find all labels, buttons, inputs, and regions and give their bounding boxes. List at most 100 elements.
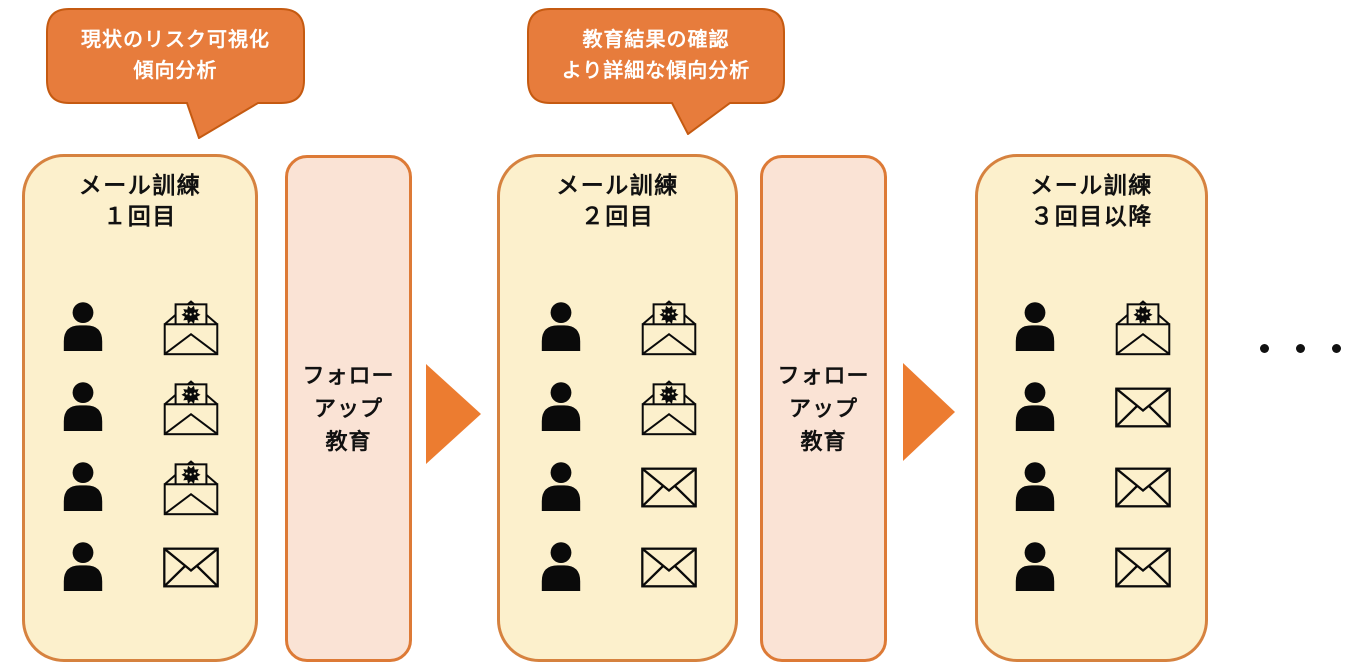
envelope-slot [1112, 387, 1174, 428]
panel-title: メール訓練 ２回目 [500, 170, 735, 232]
person-icon [1015, 382, 1054, 431]
right-arrow-icon [903, 363, 955, 466]
person-slot [536, 541, 586, 593]
recipient-row [500, 447, 735, 527]
dot [1260, 344, 1269, 353]
person-slot [58, 381, 108, 433]
person-icon [541, 382, 580, 431]
person-icon [1015, 462, 1054, 511]
recipient-row [25, 287, 255, 367]
bubble-text-line: 現状のリスク可視化 [81, 29, 270, 51]
envelope-slot [160, 297, 222, 357]
person-slot [58, 541, 108, 593]
person-icon [63, 462, 103, 511]
virus-icon [181, 385, 201, 404]
person-slot [1010, 461, 1060, 513]
envelope-slot [1112, 467, 1174, 508]
open-envelope-virus-icon [1115, 300, 1170, 356]
virus-icon [181, 305, 201, 324]
followup-text-line: アップ [313, 396, 383, 421]
recipient-row [978, 367, 1205, 447]
bubble-text-line: 教育結果の確認 [582, 29, 730, 51]
envelope-slot [638, 377, 700, 437]
right-arrow-icon [426, 364, 481, 469]
open-envelope-virus-icon [641, 300, 696, 356]
followup-text-line: フォロー [777, 363, 870, 388]
recipient-row [25, 367, 255, 447]
open-envelope-virus-icon [163, 460, 219, 516]
panel-mail-training-3: メール訓練 ３回目以降 [975, 154, 1208, 662]
envelope-slot [1112, 297, 1174, 357]
person-slot [1010, 301, 1060, 353]
envelope-slot [160, 457, 222, 517]
recipient-rows [500, 287, 735, 607]
person-slot [1010, 541, 1060, 593]
closed-envelope-icon [163, 547, 219, 587]
person-slot [536, 301, 586, 353]
recipient-row [500, 527, 735, 607]
person-slot [536, 461, 586, 513]
followup-text-line: フォロー [302, 363, 395, 388]
followup-text-line: 教育 [800, 429, 847, 454]
person-slot [58, 461, 108, 513]
recipient-row [500, 287, 735, 367]
virus-icon [658, 305, 679, 324]
recipient-row [978, 447, 1205, 527]
panel-title-line: メール訓練 [1030, 172, 1153, 198]
person-icon [63, 302, 103, 351]
followup-education-box-1: フォロー アップ 教育 [285, 155, 412, 662]
dot [1296, 344, 1305, 353]
open-envelope-virus-icon [641, 380, 696, 436]
panel-title: メール訓練 ３回目以降 [978, 170, 1205, 232]
dot [1332, 344, 1341, 353]
person-slot [536, 381, 586, 433]
envelope-slot [160, 547, 222, 588]
recipient-row [500, 367, 735, 447]
recipient-row [25, 527, 255, 607]
recipient-rows [25, 287, 255, 607]
person-icon [541, 462, 580, 511]
bubble-text-line: より詳細な傾向分析 [561, 60, 751, 82]
envelope-slot [638, 467, 700, 508]
recipient-rows [978, 287, 1205, 607]
envelope-slot [638, 547, 700, 588]
person-slot [1010, 381, 1060, 433]
closed-envelope-icon [1114, 467, 1171, 507]
followup-text-line: 教育 [325, 429, 372, 454]
person-icon [63, 382, 103, 431]
recipient-row [25, 447, 255, 527]
virus-icon [658, 385, 679, 404]
closed-envelope-icon [640, 547, 697, 587]
virus-icon [1132, 305, 1153, 324]
closed-envelope-icon [1114, 547, 1171, 587]
speech-bubble-shape [46, 8, 305, 139]
envelope-slot [1112, 547, 1174, 588]
panel-title-line: メール訓練 [556, 172, 679, 198]
recipient-row [978, 527, 1205, 607]
ellipsis-dots [1260, 344, 1341, 353]
person-icon [541, 302, 580, 351]
panel-title-line: ２回目 [580, 203, 655, 229]
speech-bubble-shape [527, 8, 785, 135]
panel-title: メール訓練 １回目 [25, 170, 255, 232]
person-icon [63, 542, 103, 591]
recipient-row [978, 287, 1205, 367]
panel-mail-training-2: メール訓練 ２回目 [497, 154, 738, 662]
closed-envelope-icon [1114, 387, 1171, 427]
speech-bubble-education-result: 教育結果の確認 より詳細な傾向分析 [527, 8, 785, 135]
followup-text-line: アップ [788, 396, 858, 421]
envelope-slot [160, 377, 222, 437]
person-slot [58, 301, 108, 353]
open-envelope-virus-icon [163, 380, 219, 436]
bubble-text-line: 傾向分析 [133, 60, 218, 82]
envelope-slot [638, 297, 700, 357]
panel-title-line: ３回目以降 [1030, 203, 1153, 229]
speech-bubble-risk-analysis: 現状のリスク可視化 傾向分析 [46, 8, 305, 139]
panel-title-line: １回目 [103, 203, 177, 229]
panel-mail-training-1: メール訓練 １回目 [22, 154, 258, 662]
person-icon [541, 542, 580, 591]
closed-envelope-icon [640, 467, 697, 507]
open-envelope-virus-icon [163, 300, 219, 356]
panel-title-line: メール訓練 [78, 172, 202, 198]
